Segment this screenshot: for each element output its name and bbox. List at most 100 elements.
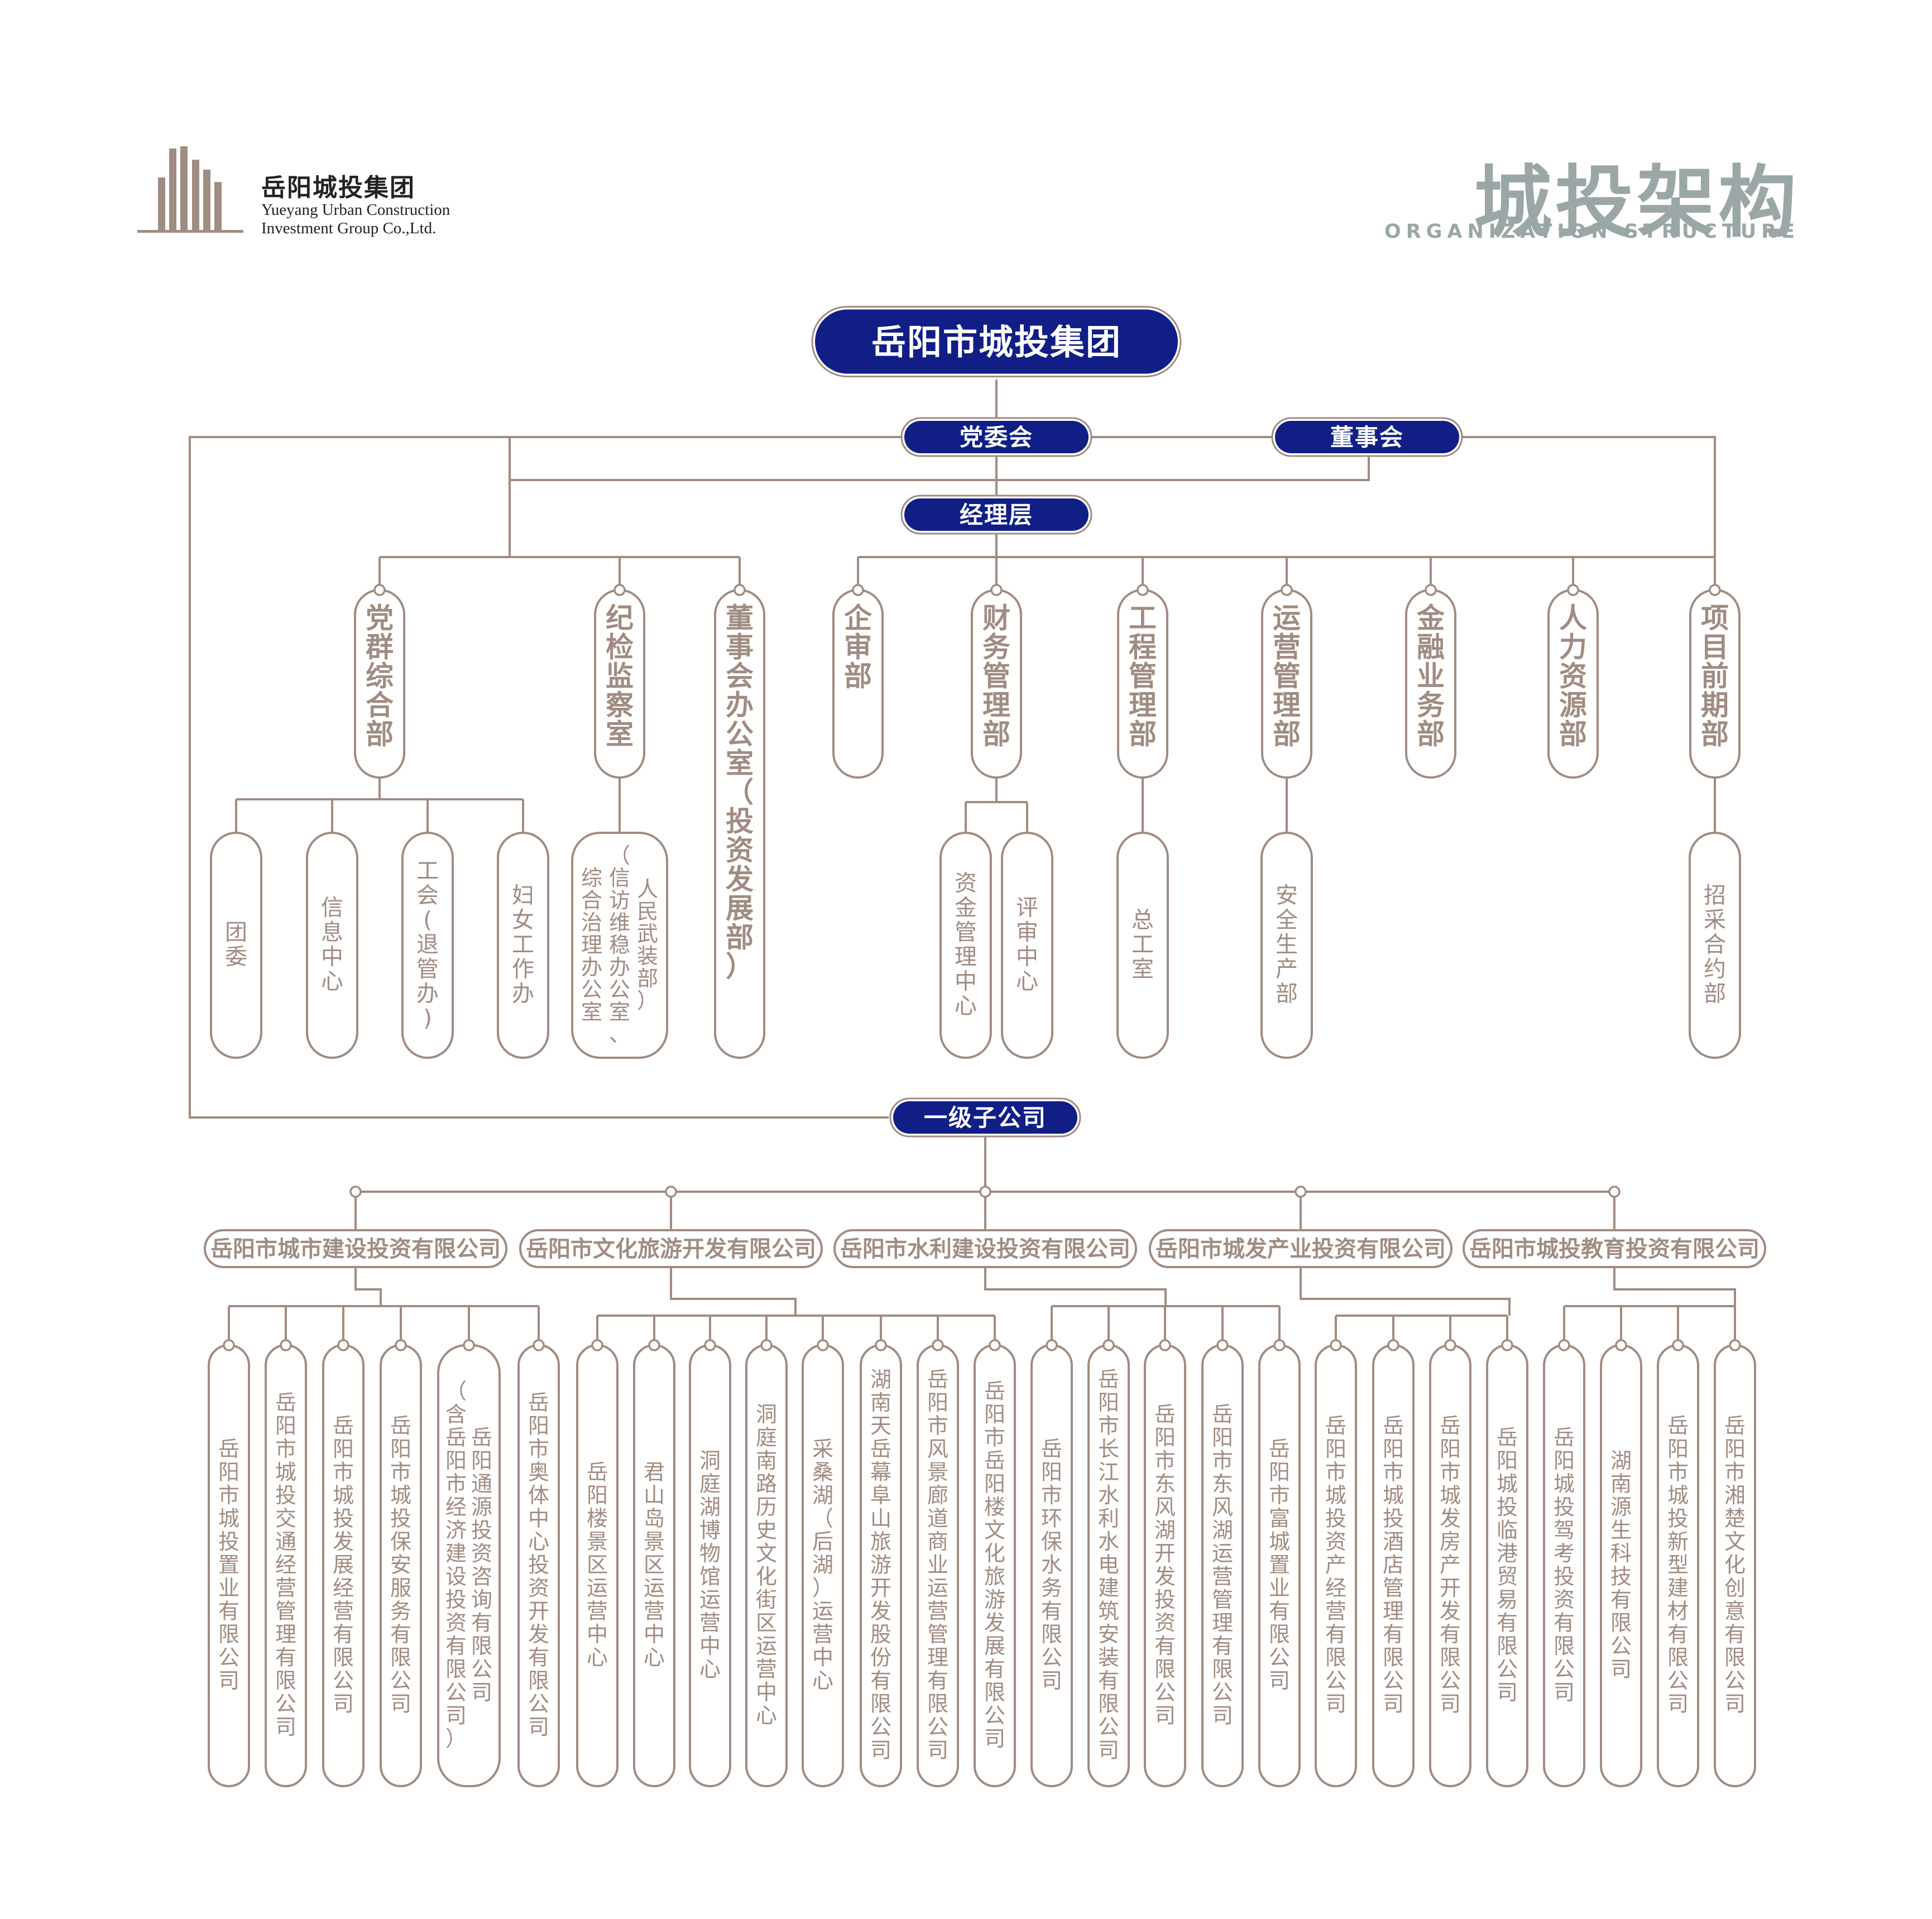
dept-6-sub-0-label: 安全生产部 [1276,883,1298,1007]
company-0-sub-1-label: 岳阳市城投交通经营管理有限公司 [275,1390,296,1739]
logo-bar [214,182,222,232]
brand-name-en-line1: Yueyang Urban Construction [261,201,450,219]
dept-3: 企审部 [832,589,884,779]
dept-6-sub-0-box [1260,832,1313,1059]
board-node: 董事会 [1271,417,1463,457]
connector-dot [613,584,626,596]
company-0-box [204,1229,507,1268]
company-1-box [519,1229,823,1268]
logo-bar [203,170,210,232]
company-4-sub-3: 岳阳市湘楚文化创意有限公司 [1714,1344,1756,1787]
company-1-sub-0: 岳阳楼景区运营中心 [576,1344,619,1787]
connector-dot [1444,1339,1456,1351]
subsidiaries-node: 一级子公司 [889,1097,1081,1138]
connector-dot [852,584,864,596]
logo-bar [192,160,199,232]
connector-dot [1046,1339,1058,1351]
connector-dot [463,1339,475,1351]
connector-line [354,1267,382,1306]
page-subtitle: ORGANIZATION STRUCTURE [1384,220,1800,243]
company-1-sub-6: 岳阳市风景廊道商业运营管理有限公司 [917,1344,959,1787]
brand-name-cn: 岳阳城投集团 [261,174,415,202]
company-0-sub-0: 岳阳市城投置业有限公司 [208,1344,250,1787]
connector-dot [1558,1339,1570,1351]
subsidiaries-node-label: 一级子公司 [924,1104,1047,1131]
company-2: 岳阳市水利建设投资有限公司 [833,1229,1137,1268]
connector-dot [395,1339,407,1351]
dept-9: 项目前期部 [1689,589,1741,779]
subsidiaries-node-fill [893,1101,1077,1134]
company-1-sub-5: 湖南天岳幕阜山旅游开发股份有限公司 [860,1344,902,1787]
connector-dot [349,1186,362,1198]
dept-9-sub-0: 招采合约部 [1689,832,1741,1059]
company-2-sub-1: 岳阳市长江水利水电建筑安装有限公司 [1087,1344,1130,1787]
dept-5: 工程管理部 [1117,589,1168,779]
connector-dot [1672,1339,1684,1351]
company-0: 岳阳市城市建设投资有限公司 [204,1229,507,1268]
company-4-sub-0-label: 岳阳城投驾考投资有限公司 [1554,1425,1575,1705]
connector-line [1613,1267,1736,1306]
company-1-sub-2: 洞庭湖博物馆运营中心 [689,1344,731,1787]
dept-4: 财务管理部 [971,589,1022,779]
company-1-sub-2-label: 洞庭湖博物馆运营中心 [699,1448,721,1682]
company-1-sub-3-label: 洞庭南路历史文化街区运营中心 [756,1402,777,1728]
party-committee-node: 党委会 [900,417,1092,457]
board-node-fill [1275,421,1459,453]
root-node-label: 岳阳市城投集团 [871,322,1121,362]
connector-dot [591,1339,603,1351]
company-3-sub-1-label: 岳阳市城投酒店管理有限公司 [1383,1414,1404,1716]
dept-1-sub-0: 人民武装部）（信访维稳办公室、综合治理办公室 [571,832,668,1059]
dept-0-label: 党群综合部 [366,602,394,751]
party-committee-node-fill [904,421,1089,453]
connector-dot [875,1339,887,1351]
company-2-label: 岳阳市水利建设投资有限公司 [840,1236,1130,1262]
connector-dot [1216,1339,1229,1351]
company-2-sub-2-label: 岳阳市东风湖开发投资有限公司 [1154,1402,1176,1728]
dept-0: 党群综合部 [354,589,405,779]
dept-6-label: 运营管理部 [1273,602,1301,751]
company-2-box [833,1229,1137,1268]
dept-0-sub-2-box [401,832,454,1059]
company-4-sub-2-label: 岳阳市城投新型建材有限公司 [1667,1414,1689,1716]
connector-dot [280,1339,292,1351]
company-3-sub-2-label: 岳阳市城发房产开发有限公司 [1440,1414,1461,1716]
company-1-sub-7-label: 岳阳市岳阳楼文化旅游发展有限公司 [984,1379,1005,1751]
dept-0-sub-1-label: 信息中心 [321,895,343,995]
connector-dot [979,1186,991,1198]
company-3-box [1149,1229,1452,1268]
management-node-fill [904,498,1089,531]
dept-0-sub-3-label: 妇女工作办 [512,883,534,1007]
company-4-label: 岳阳市城投教育投资有限公司 [1469,1236,1760,1262]
company-3-sub-0: 岳阳市城投资产经营有限公司 [1315,1344,1357,1787]
dept-0-sub-1-box [306,832,358,1059]
dept-5-sub-0-label: 总工室 [1132,908,1154,982]
dept-0-sub-3: 妇女工作办 [497,832,549,1059]
connector-dot [1615,1339,1627,1351]
dept-0-sub-3-box [497,832,549,1059]
connector-dot [1425,584,1437,596]
board-node-label: 董事会 [1330,424,1404,451]
root-node-fill [815,309,1178,374]
connector-dot [1608,1186,1621,1198]
company-4: 岳阳市城投教育投资有限公司 [1463,1229,1766,1268]
dept-2-label: 董事会办公室（投资发展部） [726,602,754,983]
dept-0-sub-0: 团委 [210,832,262,1059]
company-0-sub-2: 岳阳市城投发展经营有限公司 [322,1344,365,1787]
dept-1-sub-0-label: 人民武装部） [637,877,658,1013]
company-0-sub-2-label: 岳阳市城投发展经营有限公司 [333,1414,354,1716]
logo-bar [158,177,165,232]
connector-dot [1281,584,1293,596]
company-3: 岳阳市城发产业投资有限公司 [1149,1229,1452,1268]
company-4-sub-2: 岳阳市城投新型建材有限公司 [1657,1344,1699,1787]
dept-8: 人力资源部 [1547,589,1599,779]
dept-0-sub-0-box [210,832,262,1059]
connector-dot [1159,1339,1171,1351]
connector-lines [189,380,1736,1345]
company-1-sub-7: 岳阳市岳阳楼文化旅游发展有限公司 [974,1344,1016,1787]
connector-dot [1729,1339,1741,1351]
connector-line [510,457,1370,481]
company-2-sub-2: 岳阳市东风湖开发投资有限公司 [1144,1344,1186,1787]
connector-dot [1567,584,1579,596]
connector-dot [665,1186,677,1198]
